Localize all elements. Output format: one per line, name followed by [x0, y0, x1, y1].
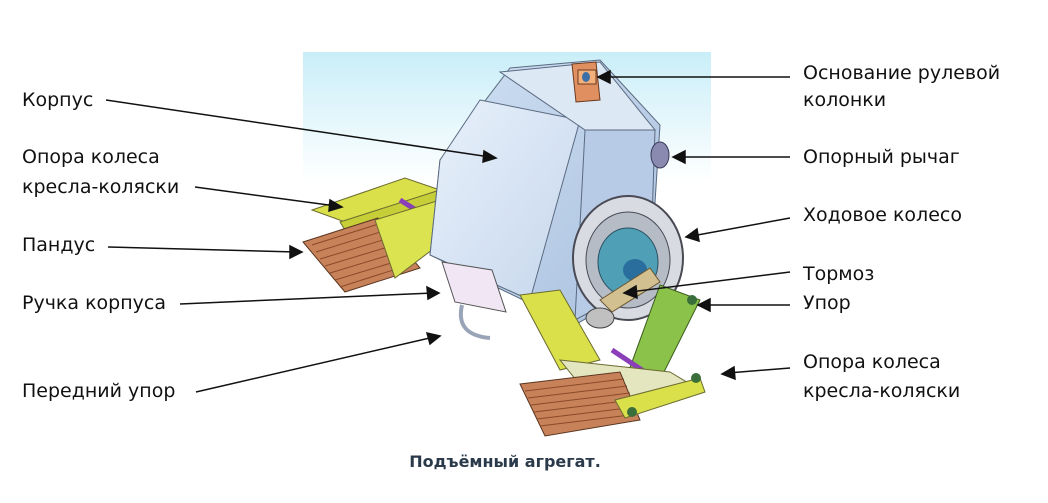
- label-korpus: Корпус: [22, 89, 94, 111]
- leader-lines: [105, 69, 791, 393]
- label-osnovanie-line1: Основание рулевой: [803, 62, 1001, 84]
- label-opora-right-line2: кресла-коляски: [803, 380, 961, 402]
- label-opora-right-line1: Опора колеса: [803, 351, 941, 373]
- label-peredniy: Передний упор: [22, 380, 176, 402]
- label-oporny: Опорный рычаг: [803, 146, 960, 168]
- label-hodovoe: Ходовое колесо: [803, 204, 962, 226]
- label-opora-left-line1: Опора колеса: [22, 146, 160, 168]
- label-upor: Упор: [803, 292, 851, 314]
- right-ramp: [519, 284, 706, 437]
- steering-base: [571, 61, 601, 103]
- housing-handle: [441, 261, 507, 340]
- label-opora-left-line2: кресла-коляски: [22, 176, 180, 198]
- label-osnovanie-line2: колонки: [803, 89, 887, 111]
- support-lever: [650, 141, 670, 169]
- figure-caption: Подъёмный агрегат.: [409, 452, 601, 471]
- label-ruchka: Ручка корпуса: [22, 292, 167, 314]
- label-pandus: Пандус: [22, 234, 96, 256]
- left-ramp: [302, 177, 446, 293]
- label-tormoz: Тормоз: [803, 263, 875, 285]
